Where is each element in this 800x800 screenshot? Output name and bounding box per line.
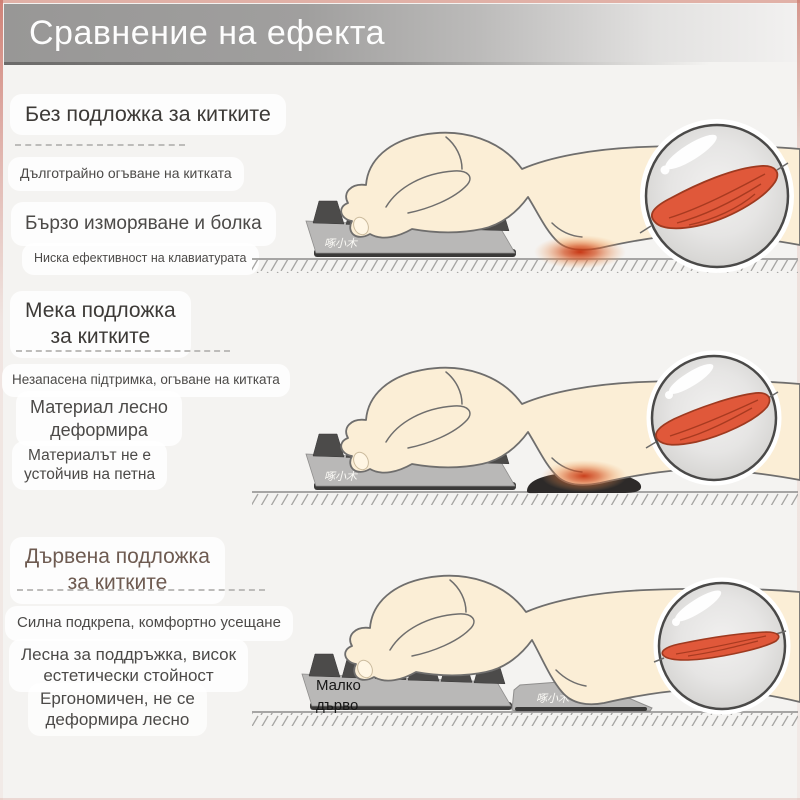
illustration-wood-pad: 啄小木	[252, 574, 800, 726]
section1-label-3: Ниска ефективност на клавиатурата	[22, 243, 259, 275]
illustration-soft-pad: 啄小木	[252, 350, 800, 505]
wrist-pain-glow	[541, 460, 627, 492]
glass-highlight	[668, 363, 714, 395]
section3-title: Дървена подложка за китките	[10, 537, 225, 604]
section1-label-1: Дълготрайно огъване на китката	[8, 157, 244, 191]
muscle-tense-icon	[645, 391, 779, 449]
section1-label-2: Бързо изморяване и болка	[11, 202, 276, 246]
wrist-pain-glow	[534, 235, 626, 269]
thumbnail	[353, 216, 369, 236]
section3-divider	[17, 589, 265, 591]
ground-line	[252, 491, 798, 505]
keyboard-brand-text: 啄小木	[324, 237, 358, 250]
keyboard-brand-text: 啄小木	[324, 470, 358, 483]
muscle-strained-icon	[639, 162, 789, 234]
glass-highlight-dot	[660, 165, 670, 175]
small-wood-keyboard-label: Малко дърво	[316, 677, 361, 715]
glass-highlight	[665, 134, 717, 170]
thumbnail	[357, 659, 373, 679]
left-edge-tint	[0, 0, 3, 800]
hand-creases	[389, 579, 587, 687]
section2-title: Мека подложка за китките	[10, 291, 191, 358]
magnifier-circle	[653, 577, 791, 715]
glass-highlight	[674, 590, 722, 622]
pad-brand-text: 啄小木	[536, 692, 570, 705]
section1-divider	[15, 144, 185, 146]
header-banner: Сравнение на ефекта	[4, 4, 797, 62]
glass-highlight-dot	[665, 391, 673, 399]
banner-shadow	[4, 62, 710, 65]
muscle-relaxed-icon	[653, 630, 787, 663]
bottom-edge-tint	[0, 798, 800, 800]
thumbnail	[353, 451, 369, 471]
illustration-no-pad: 啄小木	[252, 119, 800, 273]
glass-highlight-dot	[672, 618, 680, 626]
section1-title: Без подложка за китките	[10, 94, 286, 135]
magnifier-circle	[639, 119, 794, 273]
page-title: Сравнение на ефекта	[29, 13, 386, 52]
section3-label-1: Силна подкрепа, комфортно усещане	[5, 606, 293, 641]
magnifier-circle	[645, 350, 782, 486]
top-edge-tint	[0, 0, 800, 3]
section2-divider	[16, 350, 230, 352]
